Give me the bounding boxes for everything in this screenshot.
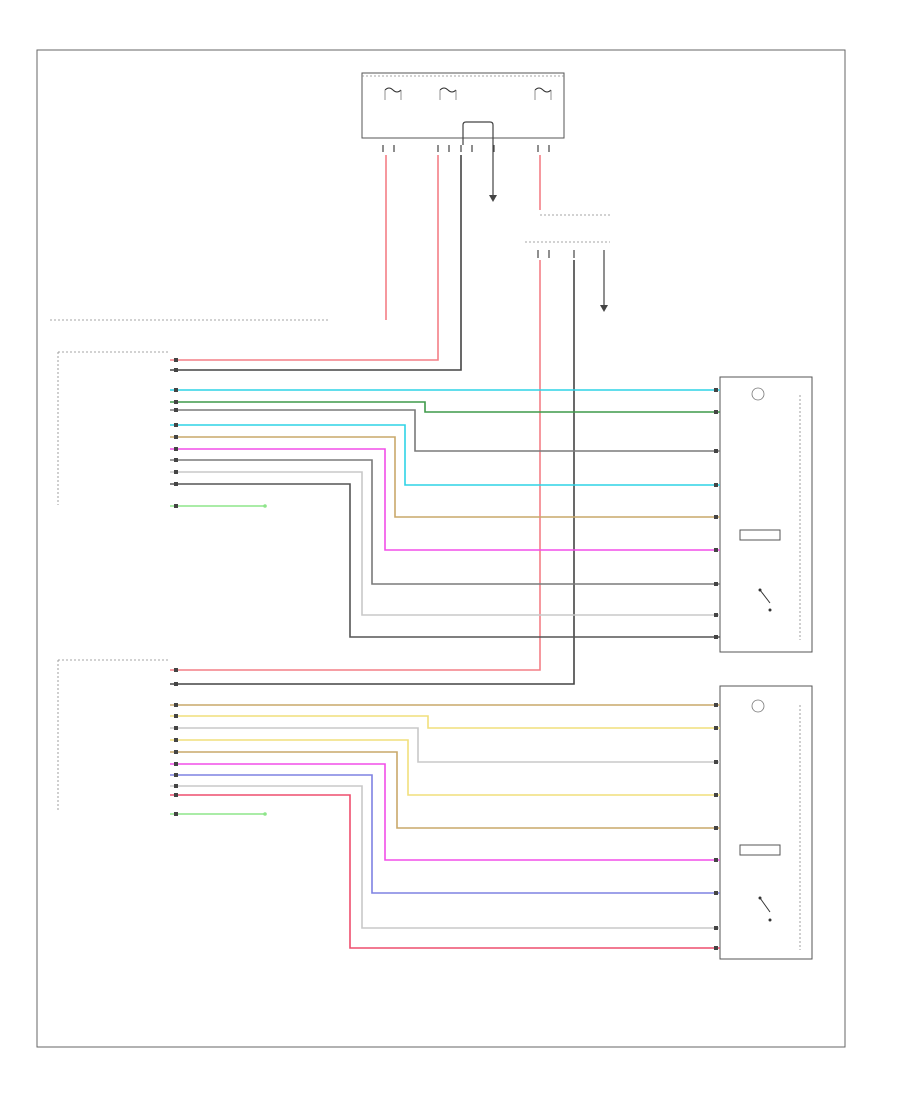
connector-pin bbox=[714, 515, 718, 519]
fuse-icon bbox=[384, 87, 402, 100]
splice-dot bbox=[263, 812, 267, 816]
connector-pin bbox=[174, 435, 178, 439]
connector-pin bbox=[174, 703, 178, 707]
wire-white bbox=[170, 471, 720, 616]
connector-pin bbox=[174, 470, 178, 474]
page-border bbox=[36, 49, 846, 1048]
wire-purple bbox=[170, 774, 720, 894]
connector-pin bbox=[174, 682, 178, 686]
connector-pin bbox=[174, 812, 178, 816]
heater-element-icon bbox=[751, 699, 765, 713]
connector-pin bbox=[714, 891, 718, 895]
connector-pin bbox=[174, 408, 178, 412]
wire-gray bbox=[170, 459, 720, 585]
connector-pin bbox=[174, 773, 178, 777]
pins-layer bbox=[174, 358, 718, 950]
wire-black bbox=[170, 260, 575, 685]
connector-pin bbox=[714, 548, 718, 552]
heater-element-icon bbox=[751, 387, 765, 401]
ground-symbol-icon bbox=[489, 195, 497, 202]
switch-icon bbox=[758, 896, 772, 922]
ground-symbol-icon bbox=[600, 305, 608, 312]
splice-dot bbox=[263, 504, 267, 508]
connector-pin bbox=[174, 388, 178, 392]
connector-pin bbox=[714, 760, 718, 764]
connector-pin bbox=[174, 738, 178, 742]
connector-pin bbox=[714, 410, 718, 414]
connector-pin bbox=[714, 946, 718, 950]
wire-dark-green bbox=[170, 401, 720, 413]
wire-yellow bbox=[170, 715, 720, 729]
passenger-seat-heater bbox=[719, 685, 813, 960]
connector-pin bbox=[174, 358, 178, 362]
connector-pin bbox=[714, 703, 718, 707]
connector-pin bbox=[174, 668, 178, 672]
connector-pin bbox=[174, 750, 178, 754]
connector-pin bbox=[174, 762, 178, 766]
passenger-seat-module bbox=[57, 659, 170, 810]
connector-pin bbox=[174, 714, 178, 718]
wire-dark-gray bbox=[170, 483, 720, 638]
connector-pin bbox=[714, 926, 718, 930]
wire-tan bbox=[170, 751, 720, 829]
connector-pin bbox=[174, 423, 178, 427]
connector-pin bbox=[174, 368, 178, 372]
fuse-icon bbox=[439, 87, 457, 100]
wire-red bbox=[170, 155, 439, 361]
connector-pin bbox=[714, 388, 718, 392]
connector-icon bbox=[382, 145, 550, 152]
connector-pin bbox=[714, 483, 718, 487]
connector-pin bbox=[174, 726, 178, 730]
driver-seat-heater bbox=[719, 376, 813, 653]
connector-pin bbox=[714, 613, 718, 617]
wire-pink bbox=[170, 763, 720, 861]
fuse-icon bbox=[534, 87, 552, 100]
connector-pin bbox=[174, 793, 178, 797]
connector-pin bbox=[714, 858, 718, 862]
wires-layer bbox=[170, 155, 720, 949]
connector-pin bbox=[714, 582, 718, 586]
wire-light-blue bbox=[170, 424, 720, 486]
connector-pin bbox=[714, 793, 718, 797]
connector-pin bbox=[714, 635, 718, 639]
wire-white bbox=[170, 785, 720, 929]
connector-pin bbox=[174, 784, 178, 788]
connector-pin bbox=[174, 400, 178, 404]
wire-tan bbox=[170, 436, 720, 518]
wire-pink bbox=[170, 448, 720, 551]
connector-pin bbox=[174, 504, 178, 508]
wire-yellow bbox=[170, 739, 720, 796]
wire-white bbox=[170, 727, 720, 763]
connector-pin bbox=[714, 449, 718, 453]
connector-icon bbox=[537, 250, 605, 258]
wire-red bbox=[170, 260, 541, 671]
switch-icon bbox=[758, 588, 772, 612]
wire-black bbox=[170, 155, 462, 371]
wire-gray bbox=[170, 409, 720, 452]
connector-pin bbox=[174, 458, 178, 462]
connector-pin bbox=[714, 826, 718, 830]
connector-pin bbox=[174, 482, 178, 486]
driver-seat-module bbox=[57, 351, 170, 505]
connector-pin bbox=[714, 726, 718, 730]
ground-wire bbox=[462, 121, 494, 195]
wire-pink-red bbox=[170, 794, 720, 949]
connector-pin bbox=[174, 447, 178, 451]
